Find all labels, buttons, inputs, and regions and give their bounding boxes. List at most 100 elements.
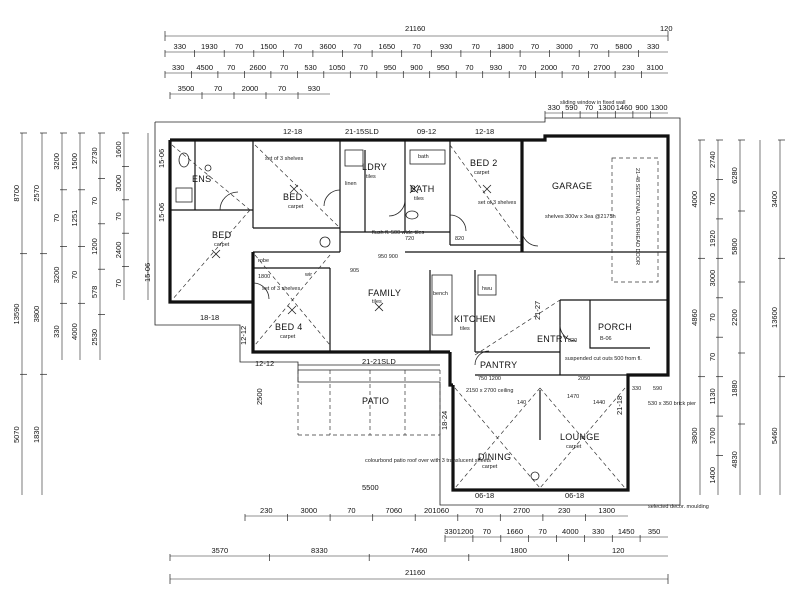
dimension-value: 70	[475, 506, 483, 515]
hot-water-note: hwu	[482, 286, 492, 292]
garage-door-label: 21-48 SECTIONAL OVERHEAD DOOR	[634, 168, 640, 265]
dim-720: 720	[405, 236, 414, 242]
dimension-value: 1500	[260, 42, 277, 51]
room-kitchen-sub: tiles	[460, 326, 470, 332]
right-top-note: sliding window in fixed wall	[560, 100, 625, 106]
dimension-value: 530	[304, 63, 317, 72]
dim-2050: 2050	[578, 376, 590, 382]
dimension-value: 330	[172, 63, 185, 72]
dimension-value: 1300	[598, 103, 615, 112]
dimension-value: 4500	[196, 63, 213, 72]
dimension-value: 3000	[300, 506, 317, 515]
dimension-value: 2740	[708, 151, 717, 168]
dimension-value: 5460	[770, 427, 779, 444]
bed4-shelves: set of 3 shelves	[262, 286, 300, 292]
dimension-value: 70	[90, 197, 99, 205]
right-dimensions: 4000486038002740700192030007070113017001…	[544, 100, 785, 495]
dim-2500: 2500	[255, 388, 264, 405]
dimension-value: 70	[114, 212, 123, 220]
dimension-value: 4000	[690, 191, 699, 208]
dimension-value: 7460	[411, 546, 428, 555]
garage-door-outline	[611, 157, 659, 283]
bath-fixture: bath	[418, 154, 429, 160]
dim-1440: 1440	[593, 400, 605, 406]
dimension-value: 1450	[618, 527, 635, 536]
dim-140: 140	[517, 400, 526, 406]
dimension-value: 13590	[12, 304, 21, 325]
room-bath-sub: tiles	[414, 196, 424, 202]
dimension-value: 70	[483, 527, 491, 536]
code-top-3: 09-12	[417, 127, 436, 136]
dimension-value: 4000	[70, 323, 79, 340]
dimension-value: 1920	[708, 230, 717, 247]
dimension-value: 700	[708, 193, 717, 206]
diagonal-lines	[171, 144, 626, 489]
dimension-value: 3400	[770, 191, 779, 208]
dim-1800: 1800	[258, 274, 270, 280]
dimension-value: 8700	[12, 185, 21, 202]
dimension-value: 590	[565, 103, 578, 112]
dimension-value: 950	[437, 63, 450, 72]
dim-820a: 820	[455, 236, 464, 242]
dimension-value: 70	[294, 42, 302, 51]
dimension-value: 1200	[90, 238, 99, 255]
dimension-value: 3200	[52, 153, 61, 170]
dimension-value: 70	[353, 42, 361, 51]
dimension-value: 70	[585, 103, 593, 112]
porch-code: B-06	[600, 336, 612, 342]
dimension-value: 70	[114, 279, 123, 287]
dimension-value: 1400	[708, 467, 717, 484]
room-bed2: BED 2	[470, 158, 498, 168]
dimension-value: 1830	[32, 426, 41, 443]
dimension-value: 578	[90, 286, 99, 299]
dimension-value: 3000	[114, 175, 123, 192]
door-swings	[219, 189, 577, 366]
code-dining-bottom-1: 06-18	[475, 491, 494, 500]
left-dimension-columns: 8700135905070257038001830320070320033015…	[12, 132, 129, 443]
room-garage: GARAGE	[552, 181, 592, 191]
dimension-value: 330	[52, 325, 61, 338]
dimension-value: 70	[472, 42, 480, 51]
dimension-value: 1300	[598, 506, 615, 515]
dimension-value: 2570	[32, 185, 41, 202]
dimension-value: 70	[538, 527, 546, 536]
code-bed-bottom: 18-18	[200, 313, 219, 322]
room-kitchen: KITCHEN	[454, 314, 496, 324]
room-family: FAMILY	[368, 288, 401, 298]
dimension-value: 70	[278, 84, 286, 93]
bed2-shelves: set of 3 shelves	[478, 200, 516, 206]
dimension-value: 5070	[12, 426, 21, 443]
code-dining-bottom-2: 06-18	[565, 491, 584, 500]
dimension-value: 120	[612, 546, 625, 555]
room-entry: ENTRY	[537, 334, 569, 344]
bed3-shelves: set of 3 shelves	[265, 156, 303, 162]
dimension-value: 3100	[646, 63, 663, 72]
dimension-value: 230	[260, 506, 273, 515]
dim-5500: 5500	[362, 483, 379, 492]
room-patio: PATIO	[362, 396, 389, 406]
room-ldry: LDRY	[362, 162, 387, 172]
right-dimension-columns: 4000486038002740700192030007070113017001…	[544, 103, 785, 484]
robe-note: robe	[258, 258, 269, 264]
decor-note: selected decor. moulding	[648, 504, 709, 510]
dimension-value: 2700	[513, 506, 530, 515]
dimension-value: 201060	[424, 506, 449, 515]
fixtures	[175, 149, 540, 481]
room-dining-sub: carpet	[482, 464, 498, 470]
dimension-value: 2730	[90, 147, 99, 164]
dimension-value: 1930	[201, 42, 218, 51]
room-bed-master-sub: carpet	[214, 242, 230, 248]
dimension-value: 70	[70, 271, 79, 279]
dimension-value: 900	[410, 63, 423, 72]
room-markers	[211, 184, 492, 315]
top-total-dimension: 21160	[405, 24, 425, 33]
room-porch: PORCH	[598, 322, 632, 332]
dimension-value: 70	[465, 63, 473, 72]
dimension-value: 4830	[730, 451, 739, 468]
room-ldry-sub: tiles	[366, 174, 376, 180]
garage-shelves: shelves 300w x 3ea @2175h	[545, 214, 616, 220]
dimension-value: 70	[359, 63, 367, 72]
